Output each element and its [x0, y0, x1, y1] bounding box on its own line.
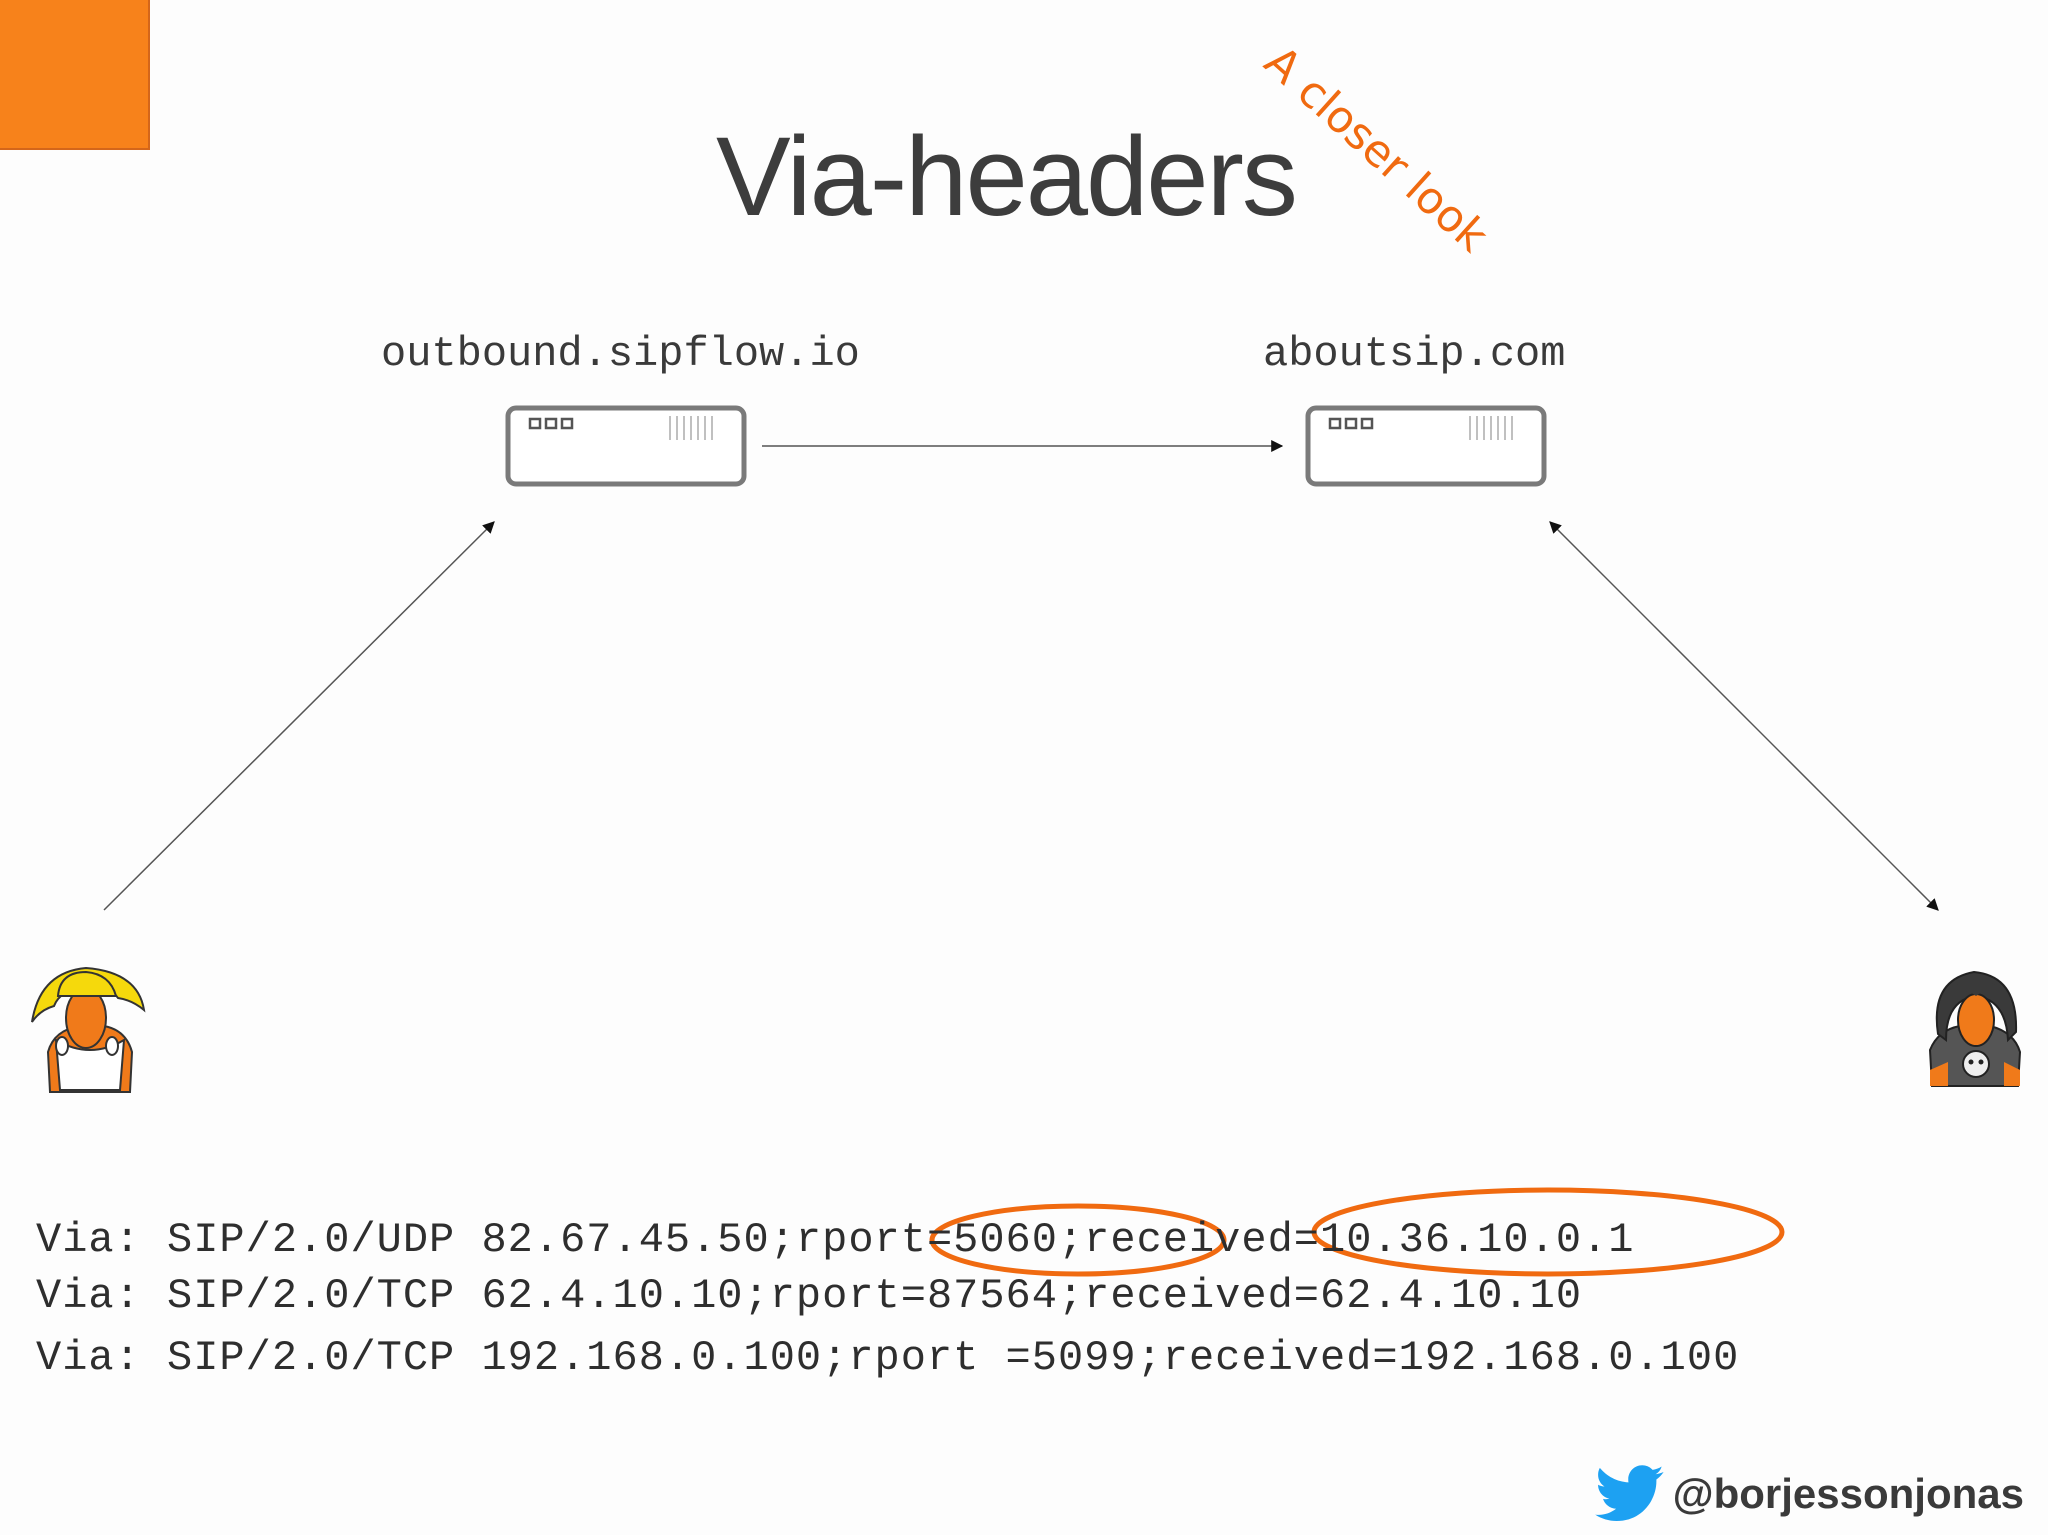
- twitter-handle: @borjessonjonas: [1594, 1465, 2024, 1523]
- annotation-closer-look: A closer look: [1255, 36, 1498, 262]
- twitter-handle-text: @borjessonjonas: [1672, 1470, 2024, 1517]
- highlight-rport-5060: [929, 1203, 1227, 1277]
- twitter-bird-icon: [1594, 1465, 1664, 1521]
- user-left-avatar-icon: [31, 966, 146, 1093]
- server-left-icon: [505, 405, 747, 487]
- highlight-received-address: [1311, 1187, 1785, 1277]
- server-right-icon: [1305, 405, 1547, 487]
- user-right-avatar-icon: [1928, 970, 2022, 1087]
- via-header-line-3: Via: SIP/2.0/TCP 192.168.0.100;rport =50…: [36, 1334, 1740, 1382]
- arrow-user-left-to-server: [103, 521, 495, 911]
- arrow-server-right-to-user: [1549, 521, 1939, 911]
- via-header-line-1: Via: SIP/2.0/UDP 82.67.45.50;rport=5060;…: [36, 1216, 1635, 1264]
- node-label-outbound: outbound.sipflow.io: [381, 330, 860, 378]
- corner-accent-square: [0, 0, 150, 150]
- slide-title: Via-headers: [716, 114, 1298, 239]
- node-label-aboutsip: aboutsip.com: [1263, 330, 1566, 378]
- via-header-line-2: Via: SIP/2.0/TCP 62.4.10.10;rport=87564;…: [36, 1272, 1583, 1320]
